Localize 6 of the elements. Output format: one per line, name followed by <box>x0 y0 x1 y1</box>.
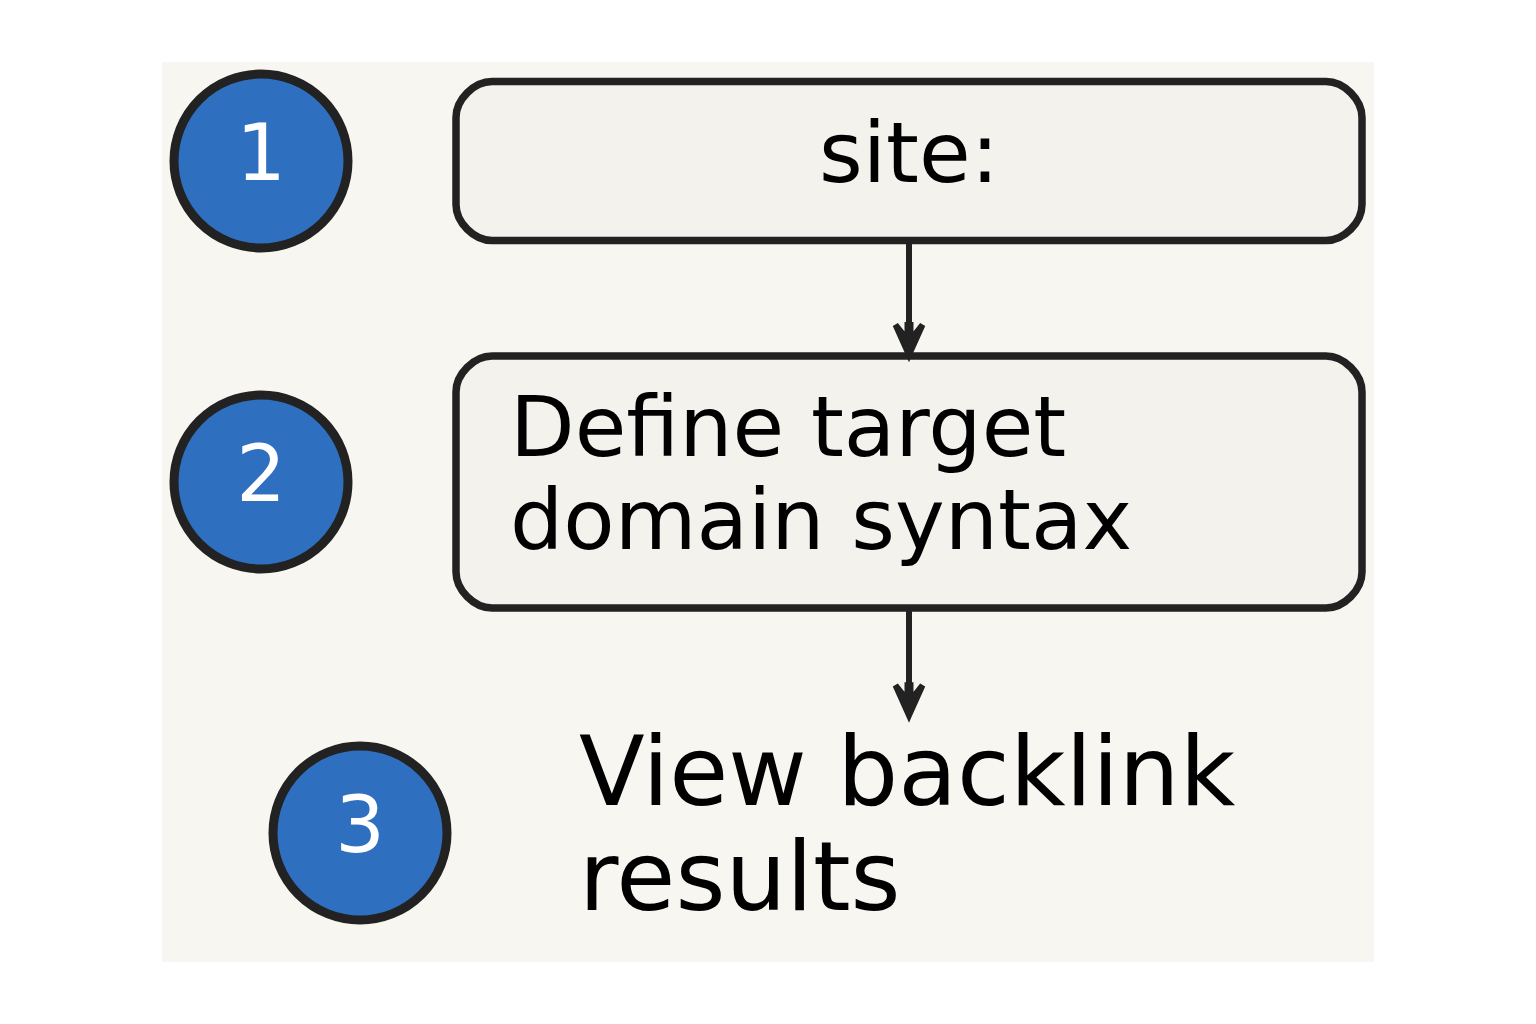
node-box: site: <box>452 77 1366 245</box>
node-box: Define target domain syntax <box>452 352 1366 612</box>
node-circle: 2 <box>169 390 353 574</box>
node-circle: 1 <box>169 69 353 253</box>
node-text: View backlink results <box>579 715 1236 933</box>
node-circle: 3 <box>268 741 452 925</box>
